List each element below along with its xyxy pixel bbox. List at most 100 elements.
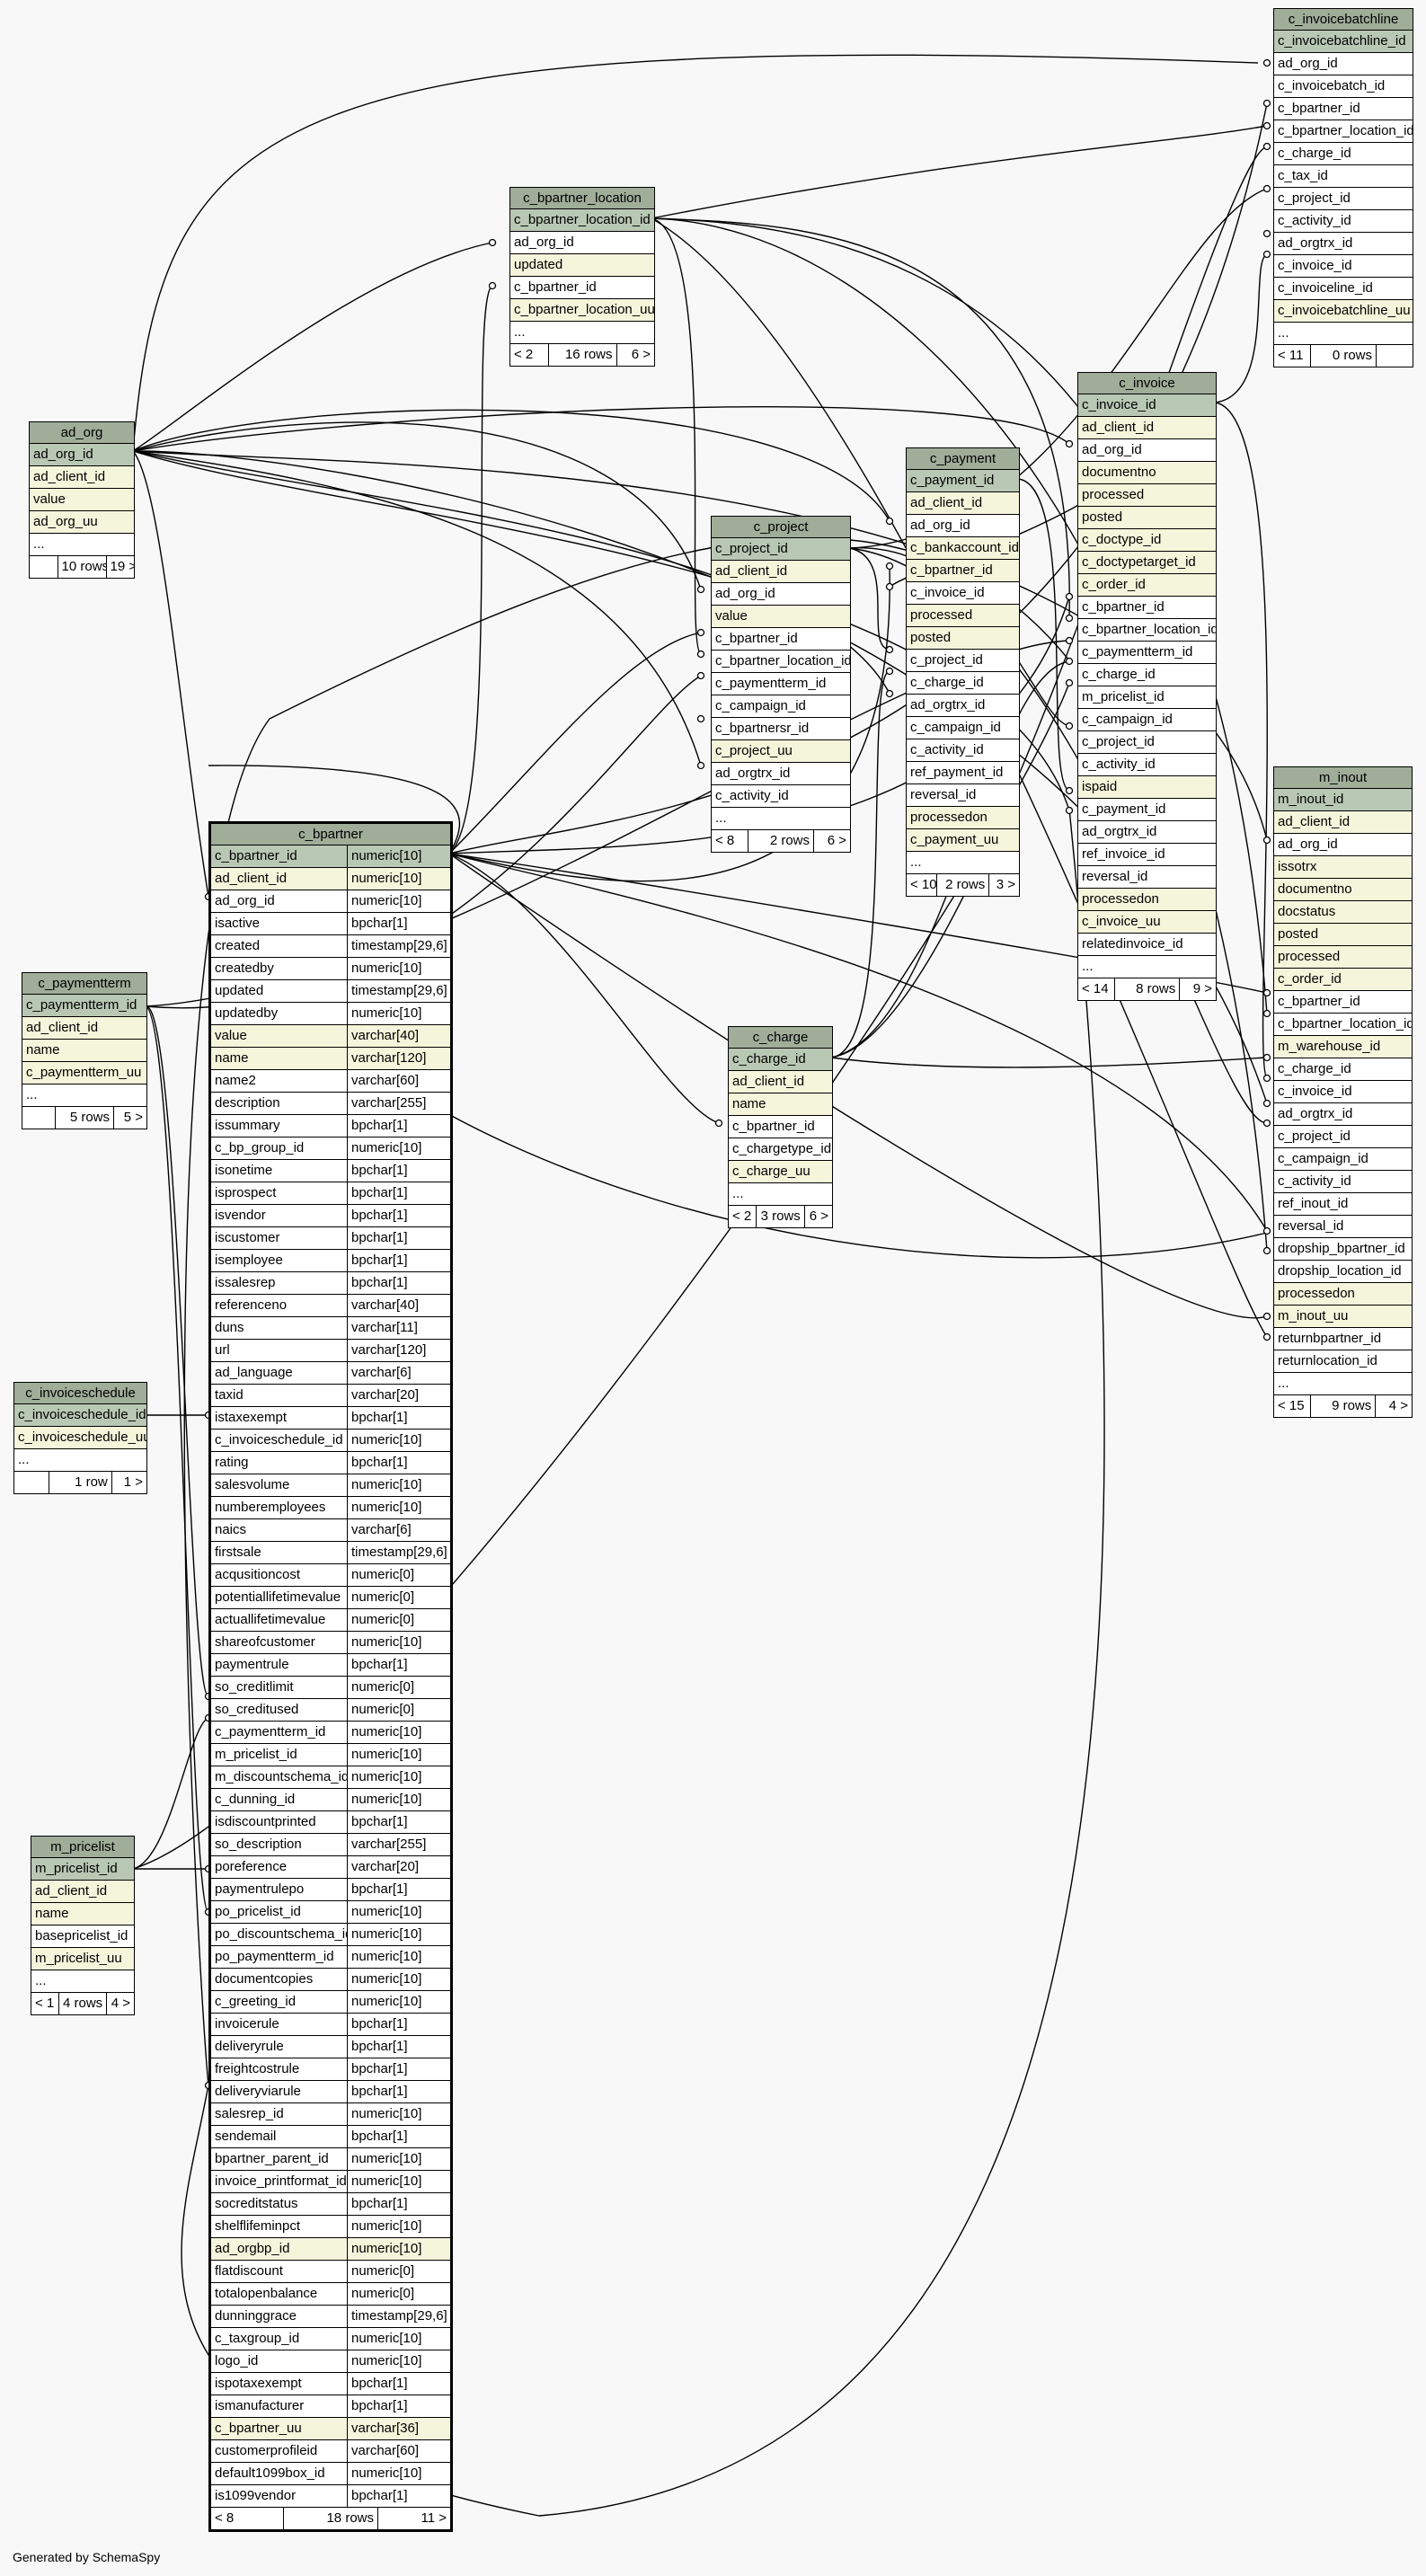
column-row[interactable]: c_order_id xyxy=(1078,574,1216,597)
column-row[interactable]: c_project_uu xyxy=(712,740,850,763)
column-row[interactable]: ad_client_id xyxy=(907,492,1019,515)
column-row[interactable]: c_doctype_id xyxy=(1078,529,1216,552)
column-row[interactable]: relatedinvoice_id xyxy=(1078,934,1216,956)
column-row[interactable]: c_paymentterm_id xyxy=(712,673,850,695)
table-header[interactable]: c_invoice xyxy=(1078,373,1216,394)
column-row[interactable]: reversal_id xyxy=(1274,1216,1412,1238)
column-row[interactable]: documentno xyxy=(1078,462,1216,484)
column-row[interactable]: c_bpartner_id xyxy=(1078,597,1216,619)
column-row[interactable]: c_bpartner_location_uu xyxy=(510,299,654,322)
column-row[interactable]: c_invoicebatchline_uu xyxy=(1274,300,1413,323)
column-row[interactable]: ad_org_id xyxy=(510,232,654,254)
column-row[interactable]: c_bankaccount_id xyxy=(907,537,1019,560)
column-row[interactable]: basepricelist_id xyxy=(31,1925,134,1948)
column-row[interactable]: updated xyxy=(510,254,654,277)
column-row[interactable]: c_invoice_uu xyxy=(1078,911,1216,934)
column-row[interactable]: ad_orgtrx_id xyxy=(1078,821,1216,844)
column-row[interactable]: c_campaign_id xyxy=(1078,709,1216,731)
column-row[interactable]: ad_org_id xyxy=(1274,834,1412,856)
column-row[interactable]: c_activity_id xyxy=(712,785,850,808)
column-row[interactable]: reversal_id xyxy=(907,784,1019,807)
column-row[interactable]: c_charge_uu xyxy=(729,1161,832,1183)
table-header[interactable]: c_invoiceschedule xyxy=(14,1383,146,1404)
column-row[interactable]: ad_client_id xyxy=(22,1017,146,1040)
column-row[interactable]: c_activity_id xyxy=(1274,1171,1412,1193)
column-row[interactable]: ad_orgtrx_id xyxy=(712,763,850,785)
column-row[interactable]: c_bpartner_id xyxy=(729,1116,832,1138)
column-row[interactable]: c_campaign_id xyxy=(907,717,1019,739)
column-row[interactable]: ad_client_id xyxy=(729,1071,832,1093)
column-row[interactable]: c_paymentterm_uu xyxy=(22,1062,146,1084)
column-row[interactable]: ad_orgtrx_id xyxy=(1274,1103,1412,1126)
column-row[interactable]: name xyxy=(22,1040,146,1062)
column-row[interactable]: c_order_id xyxy=(1274,969,1412,991)
column-row[interactable]: m_pricelist_id xyxy=(1078,686,1216,709)
column-row[interactable]: returnlocation_id xyxy=(1274,1350,1412,1373)
column-row[interactable]: c_invoicebatchline_id xyxy=(1274,31,1413,53)
column-row[interactable]: c_tax_id xyxy=(1274,165,1413,188)
column-row[interactable]: c_bpartner_location_id xyxy=(1274,1014,1412,1036)
column-row[interactable]: c_bpartner_id xyxy=(1274,991,1412,1014)
column-row[interactable]: c_charge_id xyxy=(907,672,1019,695)
column-row[interactable]: c_payment_uu xyxy=(907,829,1019,852)
column-row[interactable]: processed xyxy=(1274,946,1412,969)
table-header[interactable]: c_bpartner xyxy=(211,824,450,845)
column-row[interactable]: c_activity_id xyxy=(907,739,1019,762)
column-row[interactable]: ad_client_id xyxy=(1078,417,1216,439)
column-row[interactable]: m_warehouse_id xyxy=(1274,1036,1412,1058)
column-row[interactable]: c_bpartner_id xyxy=(510,277,654,299)
column-row[interactable]: m_inout_uu xyxy=(1274,1306,1412,1328)
column-row[interactable]: c_activity_id xyxy=(1078,754,1216,776)
column-row[interactable]: value xyxy=(30,489,134,511)
column-row[interactable]: ad_client_id xyxy=(30,466,134,489)
column-row[interactable]: ad_org_id xyxy=(712,583,850,606)
column-row[interactable]: ispaid xyxy=(1078,776,1216,799)
column-row[interactable]: c_invoiceschedule_id xyxy=(14,1404,146,1427)
table-header[interactable]: m_inout xyxy=(1274,767,1412,789)
column-row[interactable]: c_bpartner_id xyxy=(907,560,1019,582)
column-row[interactable]: c_bpartner_location_id xyxy=(1078,619,1216,642)
column-row[interactable]: c_invoice_id xyxy=(1274,1081,1412,1103)
column-row[interactable]: c_project_id xyxy=(907,650,1019,672)
